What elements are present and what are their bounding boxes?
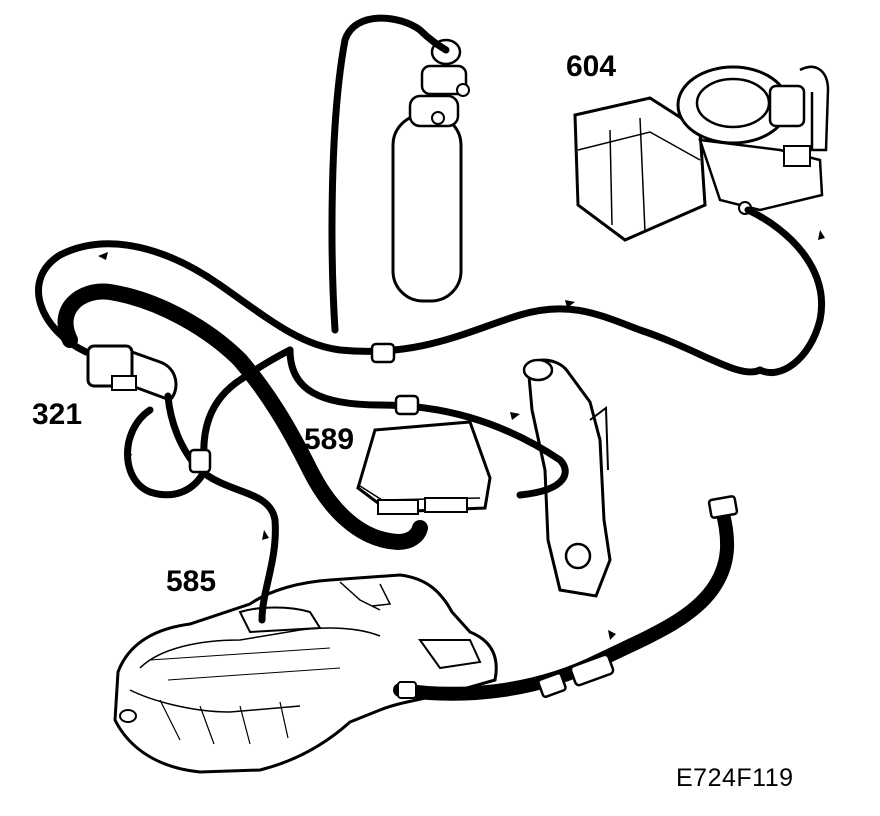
label-585: 585: [166, 565, 217, 598]
flow-arrows: [98, 230, 825, 640]
thick-hose: [57, 283, 428, 550]
label-604: 604: [566, 50, 617, 83]
carbon-canister: [391, 38, 470, 303]
thin-hoses: [35, 14, 825, 699]
label-589: 589: [304, 423, 355, 456]
control-module: [356, 420, 492, 515]
throttle-body: [573, 65, 830, 242]
purge-valve: [86, 344, 178, 402]
intake-pipe: [522, 358, 612, 598]
label-321: 321: [32, 398, 83, 431]
filler-neck: [393, 495, 739, 701]
figure-id: E724F119: [676, 764, 794, 792]
fuel-tank: [113, 573, 498, 774]
